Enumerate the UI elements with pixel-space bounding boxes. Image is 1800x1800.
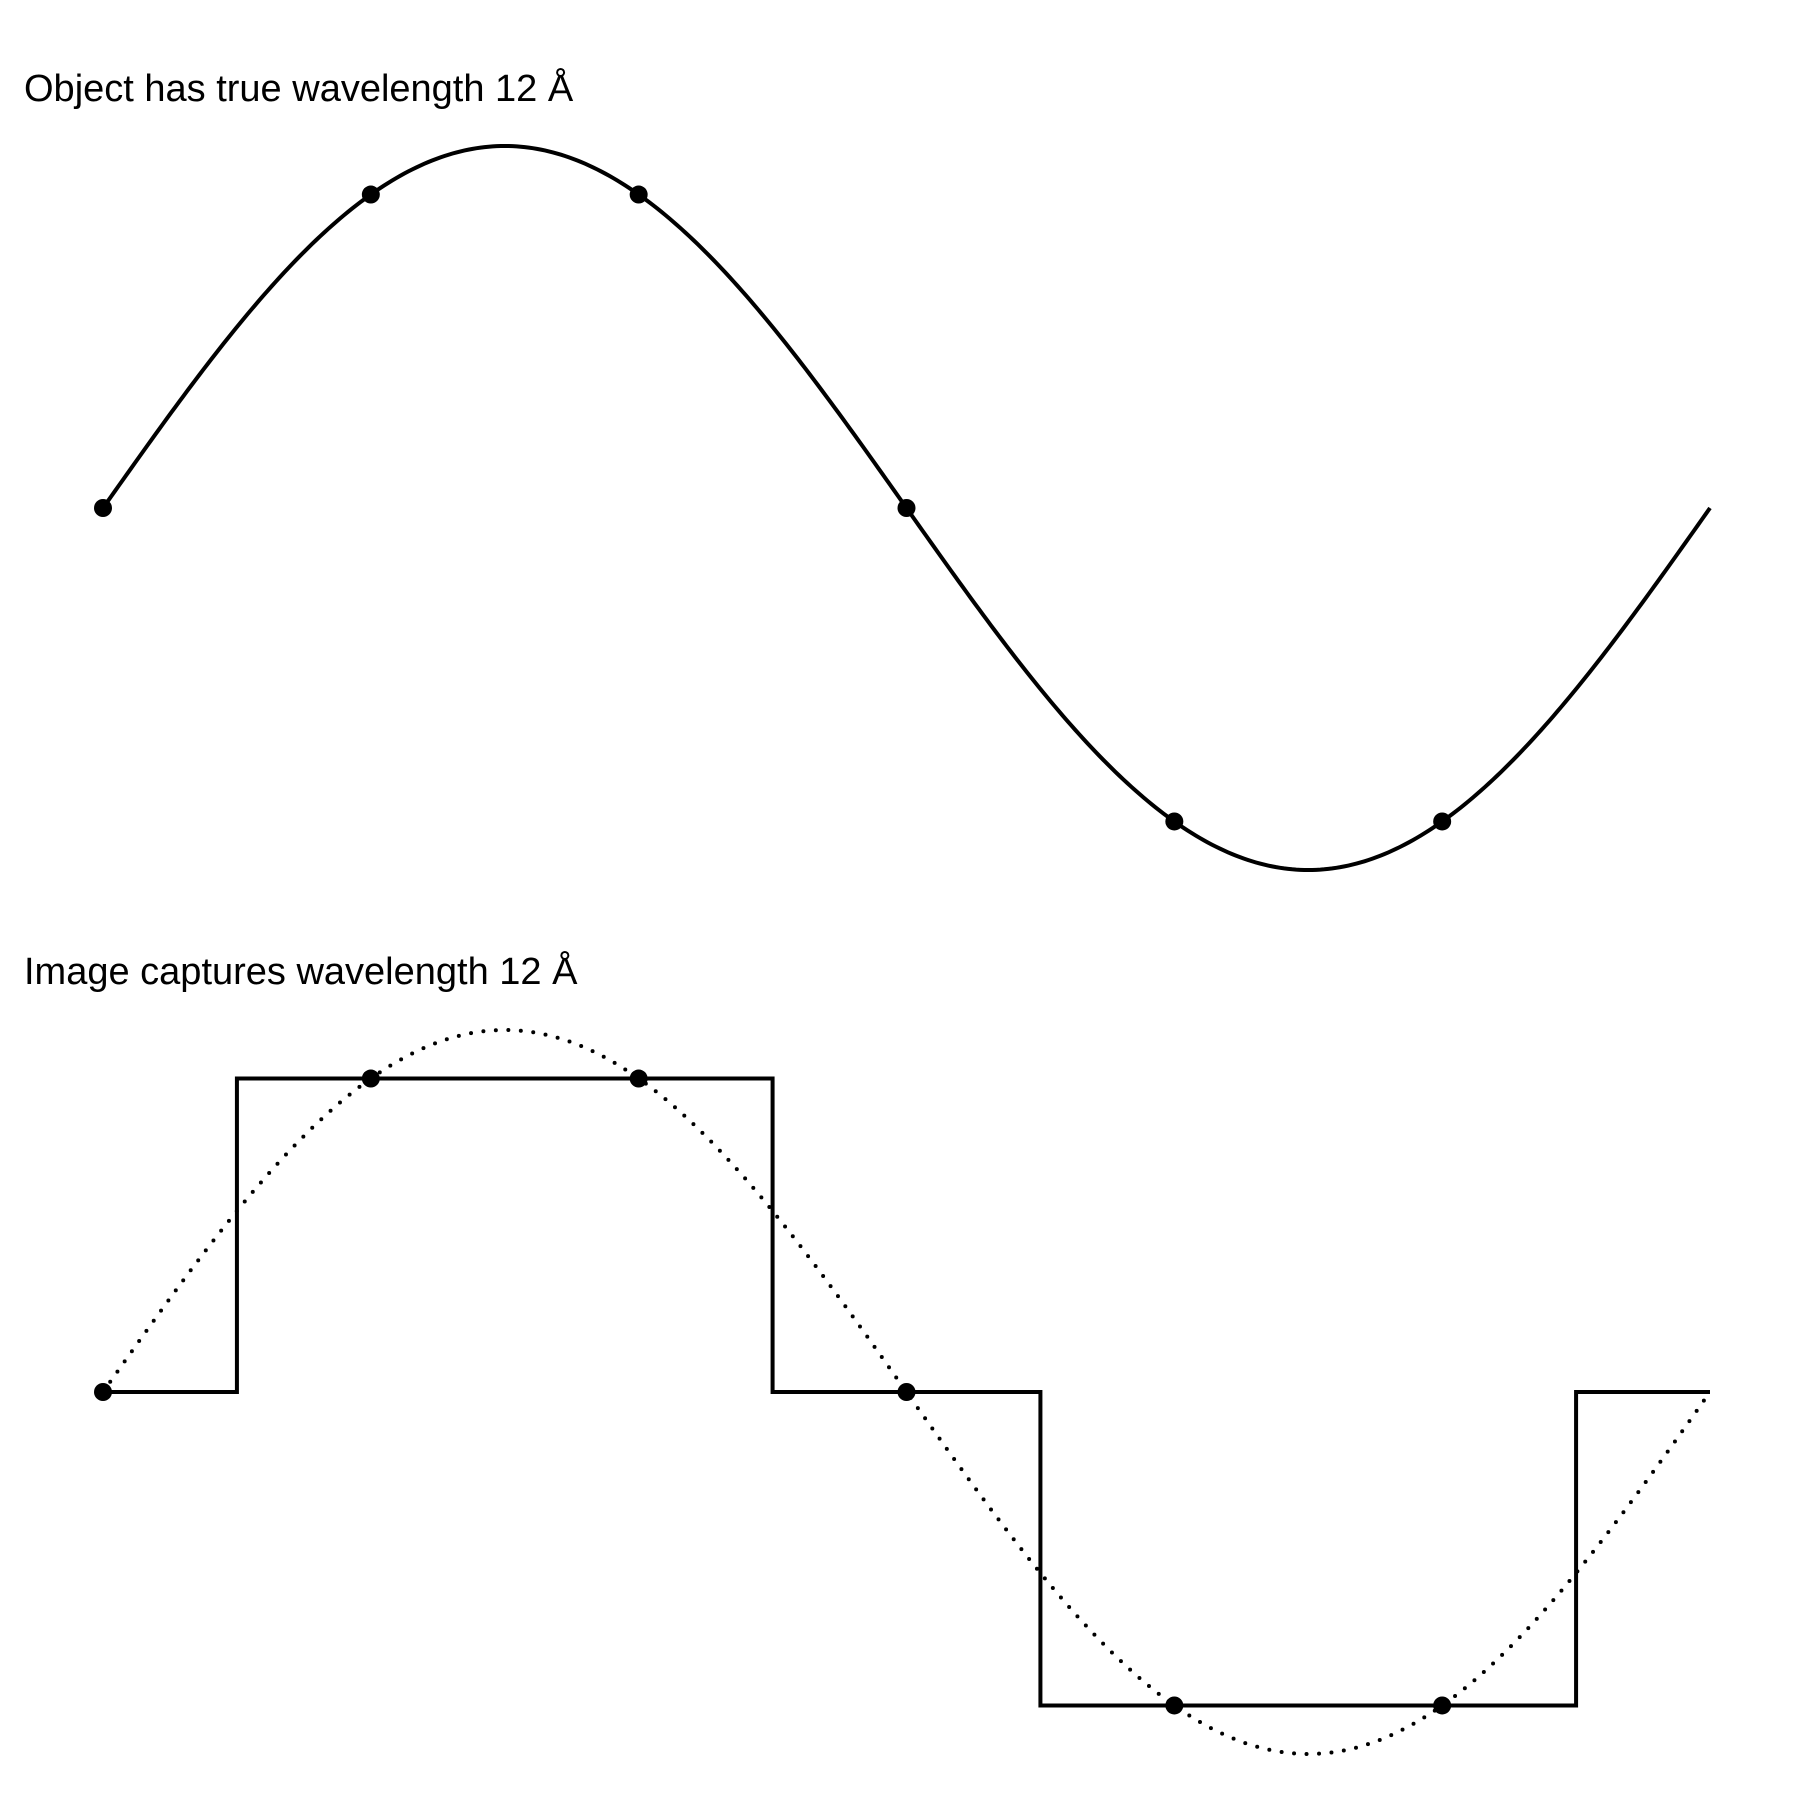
top-panel <box>94 143 1712 873</box>
sample-point <box>94 499 112 517</box>
bottom-panel-title: Image captures wavelength 12 Å <box>24 951 578 993</box>
bottom-panel <box>94 1027 1712 1757</box>
top-sample-points <box>94 185 1452 831</box>
sample-point <box>629 1069 648 1088</box>
sample-point <box>897 1383 916 1401</box>
sample-point <box>1165 1696 1184 1715</box>
sample-point <box>361 1069 380 1088</box>
sample-point <box>1433 812 1452 831</box>
sample-point <box>361 185 380 204</box>
bottom-sample-points <box>94 1069 1452 1715</box>
sample-point <box>1165 812 1184 831</box>
top-panel-title: Object has true wavelength 12 Å <box>24 68 574 110</box>
sample-point <box>94 1383 112 1401</box>
sample-point <box>629 185 648 204</box>
sample-point <box>1433 1696 1452 1715</box>
sample-point <box>897 499 916 517</box>
